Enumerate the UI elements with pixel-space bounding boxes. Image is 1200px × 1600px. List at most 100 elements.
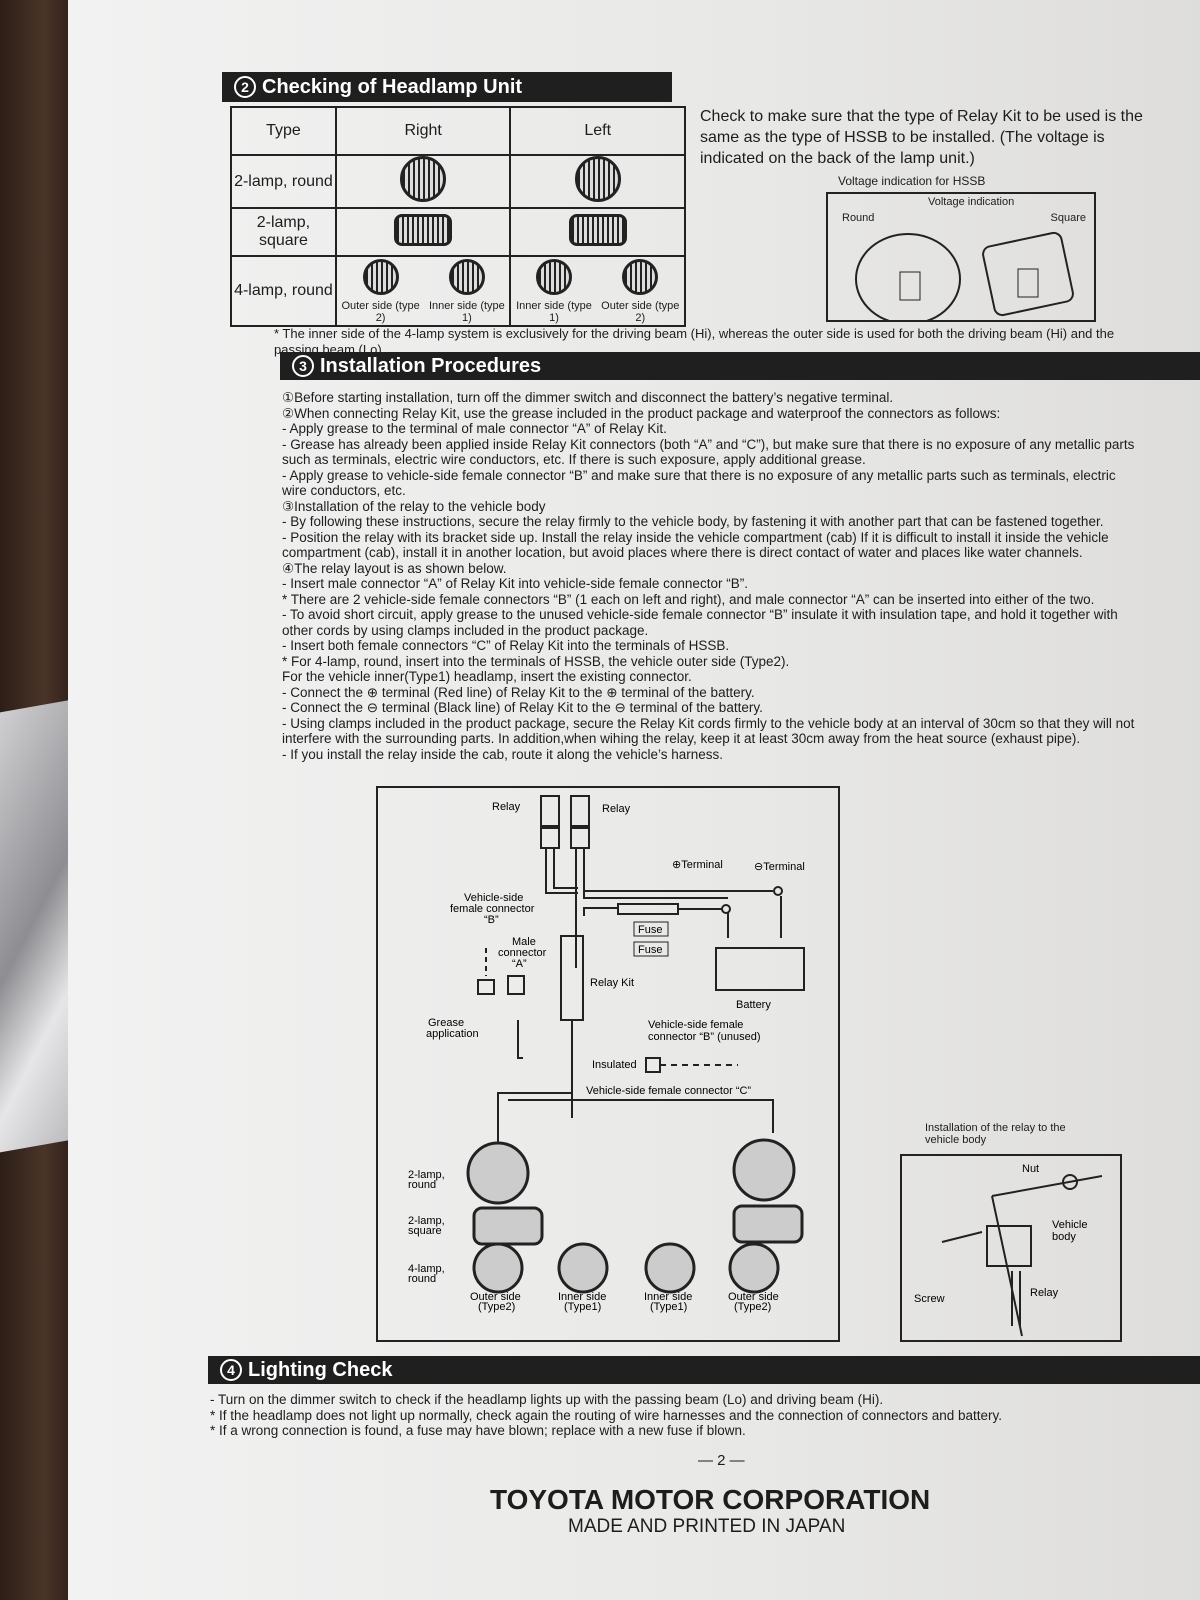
- male-a-label: “A”: [512, 958, 527, 970]
- header-right: Right: [334, 106, 512, 156]
- round-lamp-icon: [574, 156, 621, 202]
- installation-line: - Apply grease to the terminal of male c…: [282, 421, 667, 436]
- lamp-caption: (Type2): [734, 1301, 771, 1313]
- grease-label: application: [426, 1028, 479, 1040]
- installation-line: - Connect the ⊖ terminal (Black line) of…: [282, 700, 763, 715]
- lamp-caption: Outer side: [470, 1291, 521, 1303]
- installation-line: For the vehicle inner(Type1) headlamp, i…: [282, 669, 692, 684]
- section-2-header: 2 Checking of Headlamp Unit: [222, 72, 672, 102]
- round-lamp-icon: [400, 156, 447, 202]
- header-type: Type: [230, 106, 337, 156]
- installation-line: interfere with the surrounding parts. In…: [282, 731, 1081, 746]
- lighting-check-line: * If the headlamp does not light up norm…: [210, 1407, 1002, 1423]
- wiring-svg: Relay Relay ⊕Terminal ⊖Terminal Vehicle-…: [408, 795, 805, 1313]
- lamp-row-label: round: [408, 1179, 436, 1191]
- female-c-label: Vehicle-side female connector “C”: [586, 1085, 751, 1097]
- lamp-caption: Outer side (type 2): [341, 299, 420, 324]
- installation-line: - Connect the ⊕ terminal (Red line) of R…: [282, 684, 755, 700]
- relay-label: Relay: [1030, 1287, 1059, 1299]
- lamp-caption: (Type2): [478, 1301, 515, 1313]
- row-type: 2-lamp, round: [230, 154, 337, 209]
- screw-label: Screw: [914, 1293, 945, 1305]
- installation-line: wire conductors, etc.: [282, 483, 406, 498]
- lamp-caption: Inner side (type 1): [428, 299, 505, 324]
- lamp-row-label: 4-lamp,: [408, 1263, 445, 1275]
- relay-kit-label: Relay Kit: [590, 977, 634, 989]
- unused-b-label: connector “B” (unused): [648, 1031, 761, 1043]
- lamp-caption: Outer side: [728, 1291, 779, 1303]
- installation-line: - By following these instructions, secur…: [282, 514, 1104, 529]
- lamp-caption: (Type1): [564, 1301, 601, 1313]
- inset-title-line: Installation of the relay to the: [925, 1122, 1066, 1134]
- insulated-label: Insulated: [592, 1059, 637, 1071]
- installation-line: * There are 2 vehicle-side female connec…: [282, 591, 1095, 607]
- company-name: TOYOTA MOTOR CORPORATION: [490, 1484, 931, 1515]
- installation-line: ③Installation of the relay to the vehicl…: [282, 498, 546, 514]
- voltage-figure: Voltage indication Round Square: [826, 192, 1096, 322]
- fuse-label: Fuse: [638, 924, 662, 936]
- installation-line: - Using clamps included in the product p…: [282, 715, 1135, 731]
- installation-line: - Insert both female connectors “C” of R…: [282, 638, 730, 653]
- round-lamp-icon: [448, 258, 485, 295]
- female-b-label: female connector: [450, 903, 535, 915]
- round-lamp-icon: [362, 258, 399, 295]
- lamp-row-label: round: [408, 1273, 436, 1285]
- installation-line: - If you install the relay inside the ca…: [282, 746, 723, 762]
- vehicle-body-label: Vehicle: [1052, 1219, 1087, 1231]
- fuse-label: Fuse: [638, 944, 662, 956]
- row-type: 4-lamp, round: [230, 255, 337, 327]
- female-b-label: Vehicle-side: [464, 892, 523, 904]
- section-number: 2: [234, 76, 256, 98]
- installation-line: - Grease has already been applied inside…: [282, 436, 1135, 452]
- lamp-caption: Inner side: [644, 1291, 692, 1303]
- round-lamp-icon: [535, 258, 572, 295]
- lighting-check-line: * If a wrong connection is found, a fuse…: [210, 1423, 746, 1438]
- made-in-japan: MADE AND PRINTED IN JAPAN: [568, 1516, 846, 1537]
- installation-line: * For 4-lamp, round, insert into the ter…: [282, 653, 790, 669]
- section-number: 4: [220, 1359, 242, 1381]
- lamp-row-label: 2-lamp,: [408, 1169, 445, 1181]
- lamp-caption: Outer side (type 2): [601, 299, 680, 324]
- installation-steps: ①Before starting installation, turn off …: [282, 390, 1134, 762]
- lamp-caption: Inner side: [558, 1291, 606, 1303]
- installation-line: other cords by using clamps included in …: [282, 622, 649, 638]
- installation-line: - Apply grease to vehicle-side female co…: [282, 467, 1116, 483]
- installation-line: ④The relay layout is as shown below.: [282, 560, 507, 576]
- square-label: Square: [1050, 212, 1086, 224]
- minus-terminal-label: ⊖Terminal: [754, 861, 805, 873]
- square-lamp-icon: [394, 213, 453, 246]
- page-number: — 2 —: [698, 1452, 745, 1469]
- installation-line: - Position the relay with its bracket si…: [282, 529, 1109, 545]
- installation-line: ①Before starting installation, turn off …: [282, 390, 894, 405]
- relay-kit-note: Check to make sure that the type of Rela…: [700, 108, 1143, 167]
- nut-label: Nut: [1022, 1163, 1039, 1175]
- wiring-diagram: Relay Relay ⊕Terminal ⊖Terminal Vehicle-…: [376, 786, 840, 1342]
- plus-terminal-label: ⊕Terminal: [672, 859, 723, 871]
- section-number: 3: [292, 355, 314, 377]
- installation-line: ②When connecting Relay Kit, use the grea…: [282, 405, 1001, 421]
- section-title: Checking of Headlamp Unit: [262, 75, 523, 98]
- installation-line: - Insert male connector “A” of Relay Kit…: [282, 576, 748, 591]
- battery-label: Battery: [736, 999, 771, 1011]
- lighting-check-text: - Turn on the dimmer switch to check if …: [210, 1392, 1002, 1439]
- section-title: Installation Procedures: [320, 354, 542, 377]
- header-left: Left: [509, 106, 686, 156]
- round-label: Round: [842, 212, 875, 224]
- installation-line: such as terminals, electric wire conduct…: [282, 452, 866, 467]
- relay-label: Relay: [492, 801, 521, 813]
- installation-line: - To avoid short circuit, apply grease t…: [282, 607, 1118, 622]
- voltage-label: Voltage indication: [928, 196, 1015, 208]
- grease-label: Grease: [428, 1017, 464, 1029]
- inset-title-line: vehicle body: [925, 1134, 987, 1146]
- installation-line: compartment (cab), install it in another…: [282, 545, 1083, 560]
- lamp-back-drawing: [855, 231, 1074, 320]
- row-type: 2-lamp, square: [230, 207, 337, 257]
- square-lamp-icon: [568, 213, 627, 246]
- male-a-label: Male: [512, 936, 536, 948]
- relay-label: Relay: [602, 803, 631, 815]
- round-lamp-icon: [622, 258, 659, 295]
